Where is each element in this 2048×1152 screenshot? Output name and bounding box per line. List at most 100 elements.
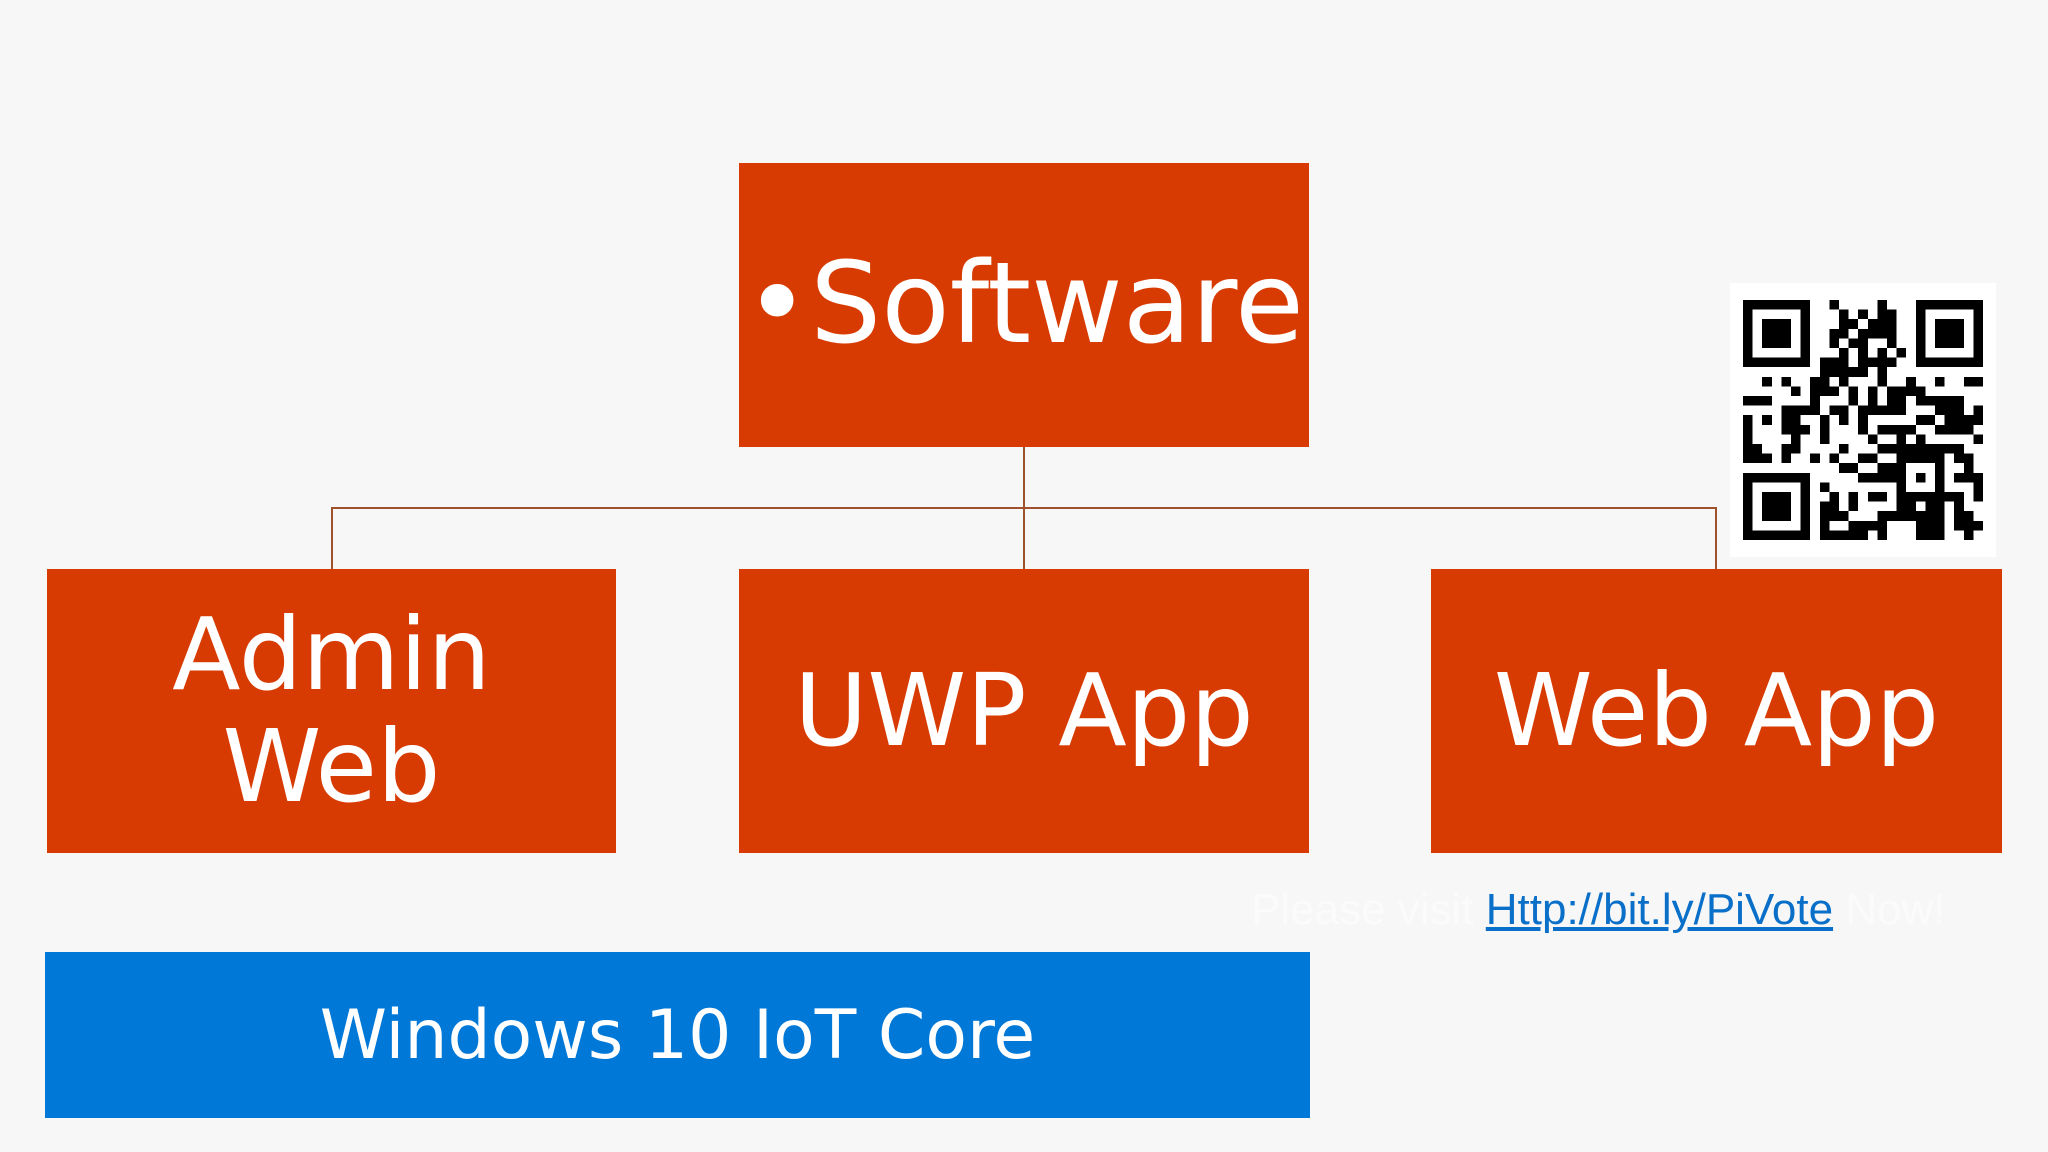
qr-module (1858, 357, 1868, 368)
qr-module (1935, 300, 1945, 310)
qr-module (1867, 319, 1878, 329)
qr-module (1954, 444, 1964, 454)
qr-module (1954, 453, 1964, 464)
qr-module (1935, 357, 1945, 368)
qr-module (1800, 424, 1811, 435)
qr-module (1743, 415, 1753, 425)
qr-module (1762, 501, 1772, 512)
qr-module (1858, 367, 1868, 377)
qr-module (1762, 300, 1772, 310)
software-label: •Software (744, 239, 1304, 370)
qr-module (1781, 357, 1791, 368)
qr-module (1800, 309, 1811, 320)
qr-module (1973, 319, 1983, 329)
qr-module (1771, 472, 1782, 483)
qr-module (1743, 424, 1753, 435)
qr-module (1771, 338, 1782, 348)
qr-module (1954, 319, 1964, 329)
qr-module (1887, 319, 1897, 329)
qr-module (1743, 319, 1753, 329)
qr-module (1877, 319, 1887, 329)
qr-module (1925, 444, 1935, 454)
qr-module (1800, 348, 1811, 358)
qr-module (1896, 511, 1907, 521)
qr-module (1762, 328, 1772, 339)
qr-module (1896, 348, 1907, 358)
qr-module (1829, 386, 1839, 396)
qr-module (1877, 405, 1887, 416)
qr-module (1896, 482, 1907, 492)
qr-module (1896, 501, 1907, 512)
qr-module (1935, 472, 1945, 483)
qr-module (1915, 386, 1926, 396)
qr-module (1887, 309, 1897, 320)
qr-module (1858, 405, 1868, 416)
qr-module (1743, 444, 1753, 454)
connector-uwp (1023, 507, 1025, 569)
qr-module (1935, 328, 1945, 339)
web-app-label: Web App (1493, 652, 1940, 769)
qr-module (1935, 501, 1945, 512)
qr-module (1858, 530, 1868, 540)
qr-module (1925, 415, 1935, 425)
qr-module (1877, 444, 1887, 454)
qr-module (1819, 482, 1830, 492)
qr-module (1887, 444, 1897, 454)
qr-module (1906, 492, 1916, 502)
qr-module (1781, 300, 1791, 310)
qr-module (1935, 482, 1945, 492)
qr-module (1954, 511, 1964, 521)
qr-module (1781, 376, 1791, 387)
qr-module (1781, 405, 1791, 416)
qr-module (1915, 530, 1926, 540)
qr-module (1819, 501, 1830, 512)
qr-module (1762, 357, 1772, 368)
qr-module (1906, 453, 1916, 464)
qr-module (1887, 405, 1897, 416)
qr-module (1963, 357, 1974, 368)
qr-module (1848, 501, 1859, 512)
qr-module (1896, 492, 1907, 502)
qr-module (1800, 472, 1811, 483)
qr-module (1954, 328, 1964, 339)
qr-module (1819, 424, 1830, 435)
qr-module (1963, 415, 1974, 425)
qr-module (1963, 376, 1974, 387)
qr-module (1743, 453, 1753, 464)
qr-module (1944, 300, 1955, 310)
qr-module (1935, 424, 1945, 435)
qr-module (1791, 415, 1801, 425)
qr-module (1906, 376, 1916, 387)
qr-module (1791, 530, 1801, 540)
qr-module (1848, 520, 1859, 531)
qr-module (1858, 338, 1868, 348)
qr-module (1973, 348, 1983, 358)
qr-module (1762, 472, 1772, 483)
uwp-app-box: UWP App (739, 569, 1309, 853)
qr-module (1819, 511, 1830, 521)
qr-module (1819, 415, 1830, 425)
qr-module (1829, 300, 1839, 310)
qr-module (1896, 444, 1907, 454)
pivote-link[interactable]: Http://bit.ly/PiVote (1485, 885, 1834, 934)
qr-module (1771, 530, 1782, 540)
qr-module (1752, 472, 1763, 483)
qr-module (1829, 501, 1839, 512)
qr-module (1915, 415, 1926, 425)
qr-module (1771, 357, 1782, 368)
qr-module (1944, 396, 1955, 406)
qr-module (1771, 319, 1782, 329)
web-app-box: Web App (1431, 569, 2002, 853)
qr-module (1743, 357, 1753, 368)
qr-module (1848, 492, 1859, 502)
qr-module (1791, 444, 1801, 454)
qr-module (1877, 472, 1887, 483)
qr-module (1925, 530, 1935, 540)
qr-module (1800, 357, 1811, 368)
qr-module (1935, 511, 1945, 521)
qr-module (1877, 511, 1887, 521)
qr-module (1877, 357, 1887, 368)
qr-module (1925, 520, 1935, 531)
qr-module (1877, 463, 1887, 473)
qr-module (1944, 338, 1955, 348)
